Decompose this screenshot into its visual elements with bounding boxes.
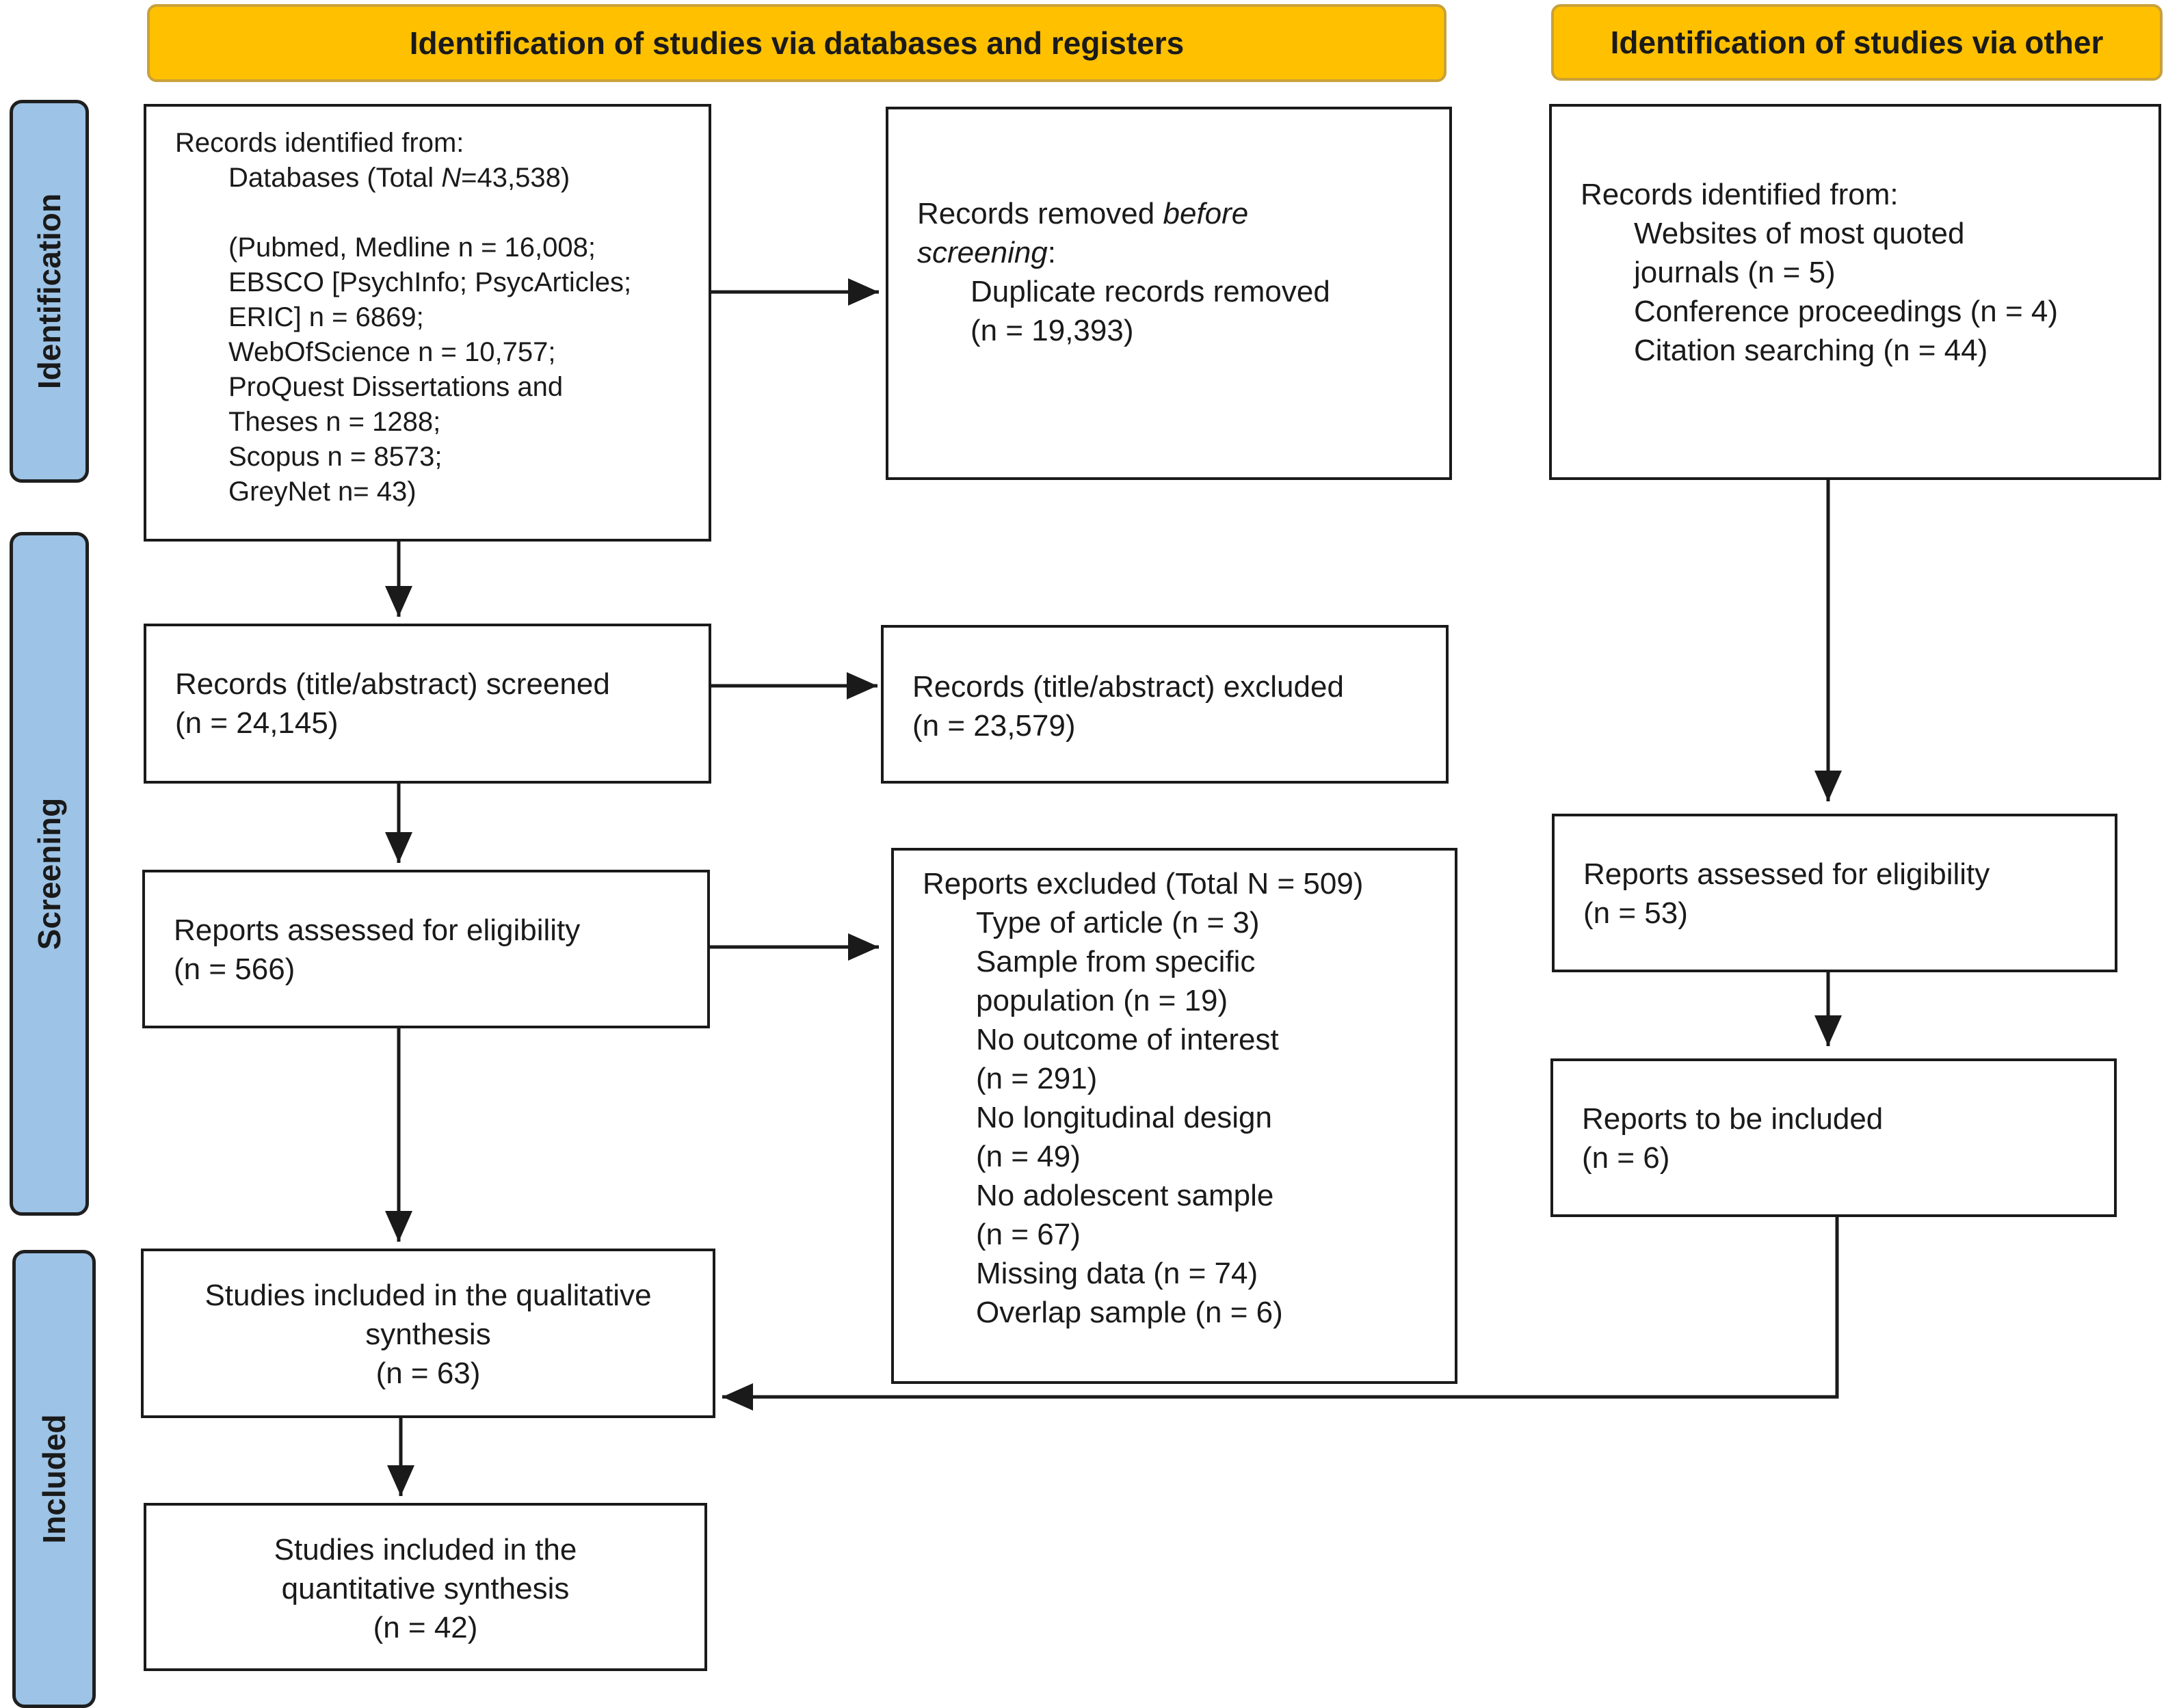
- records-excluded-count: (n = 23,579): [912, 709, 1076, 743]
- quantitative-count: (n = 42): [373, 1611, 478, 1644]
- records-removed-box: Records removed before screening: Duplic…: [886, 107, 1452, 480]
- database-source-line: Scopus n = 8573;: [228, 442, 443, 472]
- header-databases-label: Identification of studies via databases …: [409, 25, 1185, 61]
- exclusion-reason-line: Type of article (n = 3): [976, 906, 1260, 939]
- exclusion-reason-line: Missing data (n = 74): [976, 1257, 1258, 1290]
- header-databases-registers: Identification of studies via databases …: [147, 4, 1447, 82]
- reports-included-other-box: Reports to be included (n = 6): [1550, 1058, 2117, 1217]
- records-screened-box: Records (title/abstract) screened (n = 2…: [144, 624, 711, 784]
- records-screened-count: (n = 24,145): [175, 706, 339, 740]
- phase-identification-label: Identification: [31, 193, 67, 390]
- database-source-line: Theses n = 1288;: [228, 407, 441, 437]
- databases-total: Databases (Total N=43,538): [228, 163, 570, 193]
- database-source-line: EBSCO [PsychInfo; PsycArticles;: [228, 267, 632, 297]
- reports-included-other-count: (n = 6): [1582, 1141, 1670, 1175]
- phase-identification: Identification: [10, 100, 89, 483]
- reports-excluded-title: Reports excluded (Total N = 509): [923, 867, 1364, 900]
- phase-screening-label: Screening: [31, 797, 67, 950]
- other-source-line: journals (n = 5): [1634, 256, 1836, 289]
- other-source-line: Conference proceedings (n = 4): [1634, 295, 2059, 328]
- reports-excluded-box: Reports excluded (Total N = 509) Type of…: [891, 848, 1457, 1384]
- other-source-line: Citation searching (n = 44): [1634, 334, 1988, 367]
- records-screened-label: Records (title/abstract) screened: [175, 667, 610, 701]
- database-source-line: WebOfScience n = 10,757;: [228, 337, 556, 367]
- exclusion-reason-line: (n = 291): [976, 1062, 1098, 1095]
- records-removed-title-2: screening:: [917, 236, 1057, 269]
- database-source-line: ERIC] n = 6869;: [228, 302, 424, 332]
- exclusion-reason-line: No outcome of interest: [976, 1023, 1279, 1056]
- reports-assessed-other-count: (n = 53): [1583, 896, 1688, 930]
- other-source-line: Websites of most quoted: [1634, 217, 1965, 250]
- exclusion-reason-line: (n = 67): [976, 1218, 1081, 1251]
- quantitative-synthesis-box: Studies included in the quantitative syn…: [144, 1503, 707, 1671]
- phase-screening: Screening: [10, 532, 89, 1216]
- records-identified-title: Records identified from:: [175, 128, 464, 158]
- reports-assessed-other-box: Reports assessed for eligibility (n = 53…: [1552, 814, 2117, 972]
- records-excluded-box: Records (title/abstract) excluded (n = 2…: [881, 625, 1449, 784]
- reports-assessed-other-label: Reports assessed for eligibility: [1583, 857, 1990, 891]
- records-identified-other-title: Records identified from:: [1581, 178, 1899, 211]
- qualitative-synthesis-box: Studies included in the qualitative synt…: [141, 1249, 715, 1418]
- exclusion-reason-line: population (n = 19): [976, 984, 1228, 1017]
- exclusion-reason-line: (n = 49): [976, 1140, 1081, 1173]
- header-other-label: Identification of studies via other: [1610, 25, 2104, 60]
- exclusion-reason-line: Sample from specific: [976, 945, 1256, 978]
- reports-assessed-databases-box: Reports assessed for eligibility (n = 56…: [142, 870, 710, 1028]
- quantitative-line-2: quantitative synthesis: [281, 1572, 570, 1605]
- quantitative-line-1: Studies included in the: [274, 1533, 577, 1566]
- database-source-line: GreyNet n= 43): [228, 477, 417, 507]
- phase-included: Included: [12, 1250, 96, 1708]
- database-source-line: (Pubmed, Medline n = 16,008;: [228, 232, 596, 263]
- duplicate-records-count: (n = 19,393): [970, 314, 1134, 347]
- records-excluded-label: Records (title/abstract) excluded: [912, 670, 1344, 704]
- reports-included-other-label: Reports to be included: [1582, 1102, 1884, 1136]
- exclusion-reason-line: No adolescent sample: [976, 1179, 1274, 1212]
- database-source-line: ProQuest Dissertations and: [228, 372, 564, 402]
- records-removed-title: Records removed before: [917, 197, 1249, 230]
- reports-assessed-count: (n = 566): [174, 952, 295, 986]
- reports-assessed-label: Reports assessed for eligibility: [174, 913, 581, 947]
- qualitative-line-1: Studies included in the qualitative: [204, 1279, 652, 1312]
- exclusion-reason-line: No longitudinal design: [976, 1101, 1272, 1134]
- records-identified-other-box: Records identified from: Websites of mos…: [1549, 104, 2161, 480]
- duplicate-records-label: Duplicate records removed: [970, 275, 1330, 308]
- qualitative-count: (n = 63): [375, 1357, 481, 1390]
- header-other-methods: Identification of studies via other: [1551, 4, 2163, 81]
- exclusion-reason-line: Overlap sample (n = 6): [976, 1296, 1283, 1329]
- phase-included-label: Included: [36, 1414, 72, 1544]
- qualitative-line-2: synthesis: [365, 1318, 491, 1351]
- records-identified-databases-box: Records identified from: Databases (Tota…: [144, 104, 711, 542]
